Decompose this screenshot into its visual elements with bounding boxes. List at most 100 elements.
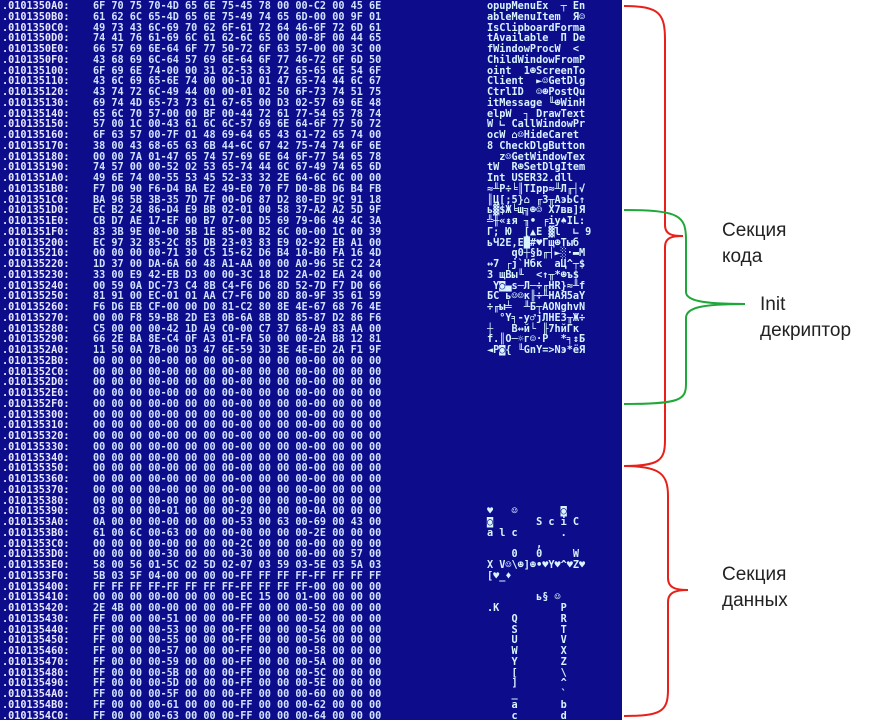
dump-address: .0101352A0: <box>2 345 70 356</box>
dump-ascii: ↔7 ┌j`Hбк аЦ^┬$ <box>487 259 586 270</box>
dump-address: .010135440: <box>2 624 70 636</box>
dump-address: .0101354A0: <box>2 689 70 700</box>
dump-hex-bytes: FF 00 00 00-63 00 00 00-FF 00 00 00-64 0… <box>93 710 382 720</box>
dump-ascii: ] ^ <box>487 678 567 690</box>
dump-address: .010135310: <box>2 420 70 432</box>
dump-address: .0101351E0: <box>2 216 70 227</box>
dump-hex-bytes: 00 00 00 00-00 00 00 00-00 00 00 00-00 0… <box>93 409 382 421</box>
dump-address: .0101353B0: <box>2 527 70 539</box>
dump-address: .010135400: <box>2 581 70 593</box>
dump-hex-bytes: FF 00 00 00-55 00 00 00-FF 00 00 00-56 0… <box>93 635 382 647</box>
dump-hex-bytes: 00 00 7A 01-47 65 74 57-69 6E 64 6F-77 5… <box>93 151 382 163</box>
dump-address: .0101350F0: <box>2 54 70 66</box>
dump-hex-bytes: 6F 63 57 00-7F 01 48 69-64 65 43 61-72 6… <box>93 130 382 141</box>
dump-hex-bytes: 33 00 E9 42-EB D3 00 00-3C 18 D2 2A-02 E… <box>93 269 382 281</box>
dump-ascii: fWindowProcW < <box>487 44 580 55</box>
dump-address: .0101351D0: <box>2 205 70 217</box>
dump-hex-bytes: 00 00 00 00-00 00 00 00-00 00 00 00-00 0… <box>93 441 382 453</box>
dump-hex-bytes: 5B 03 5F 04-00 00 00 00-FF FF FF FF-FF F… <box>93 570 382 582</box>
dump-address: .010135170: <box>2 140 70 152</box>
dump-ascii: .K P <box>487 603 567 614</box>
dump-address: .010135120: <box>2 87 70 98</box>
dump-address: .010135360: <box>2 474 70 485</box>
dump-ascii: c d <box>487 710 567 720</box>
dump-hex-bytes: 00 00 00 00-71 30 C5 15-62 D6 B4 10-B0 F… <box>93 248 382 260</box>
dump-hex-bytes: 00 00 F8 59-B8 2D E3 0B-6A 8B 8D 85-87 D… <box>93 312 382 324</box>
dump-ascii: S T <box>487 624 567 636</box>
dump-hex-bytes: C5 00 00 00-42 1D A9 C0-00 C7 37 68-A9 8… <box>93 323 382 335</box>
dump-ascii: , <box>487 538 543 550</box>
dump-ascii: IsClipboardForma <box>487 22 586 34</box>
dump-address: .010135490: <box>2 678 70 690</box>
dump-ascii: Client ►☺GetDlg <box>487 76 586 88</box>
code-section-label: Секция кода <box>722 220 787 267</box>
dump-address: .010135410: <box>2 592 70 604</box>
dump-hex-bytes: 0A 00 00 00-00 00 00 00-53 00 63 00-69 0… <box>93 517 382 528</box>
dump-hex-bytes: 6F 69 6E 74-00 00 31 02-53 63 72 65-65 6… <box>93 65 382 77</box>
dump-ascii: W ∟ CallWindowPr <box>487 119 586 131</box>
dump-address: .010135350: <box>2 463 70 475</box>
dump-ascii: ║Ц[;5}⌂ ╓З╥АэЬС↑ <box>487 194 586 206</box>
dump-hex-bytes: 66 2E BA 8E-C4 0F A3 01-FA 50 00 00-2A B… <box>93 334 382 346</box>
dump-address: .0101353C0: <box>2 538 70 550</box>
dump-hex-bytes: 00 00 00 00-00 00 00 00-00 00 00 00-00 0… <box>93 398 382 410</box>
dump-hex-bytes: FF 00 00 00-59 00 00 00-FF 00 00 00-5A 0… <box>93 656 382 668</box>
dump-hex-bytes: 00 00 00 00-00 00 00 00-00 00 00 00-00 0… <box>93 463 382 475</box>
dump-ascii: ocW ⌂☺HideCaret <box>487 130 580 141</box>
dump-hex-bytes: 6F 70 75 70-4D 65 6E 75-45 78 00 00-C2 0… <box>93 1 382 12</box>
data-section-bracket <box>623 465 689 717</box>
dump-ascii: tAvailable П De <box>487 33 586 45</box>
dump-hex-bytes: 65 6C 70 57-00 00 BF 00-44 72 61 77-54 6… <box>93 108 382 120</box>
dump-address: .0101352F0: <box>2 398 70 410</box>
dump-address: .010135260: <box>2 302 70 313</box>
dump-ascii: 0 0 W <box>487 549 580 561</box>
hex-dump-pane: .0101350A0:6F 70 75 70-4D 65 6E 75-45 78… <box>0 0 622 720</box>
dump-hex-bytes: 11 50 0A 7B-00 D3 47 6E-59 3D 3E 4E-ED 2… <box>93 345 382 356</box>
dump-hex-bytes: 57 00 1C 00-43 61 6C 6C-57 69 6E 64-6F 7… <box>93 119 382 131</box>
dump-ascii: [♥_♦ <box>487 570 512 582</box>
dump-hex-bytes: 00 59 0A DC-73 C4 8B C4-F6 D6 8D 52-7D F… <box>93 280 382 292</box>
dump-address: .0101353E0: <box>2 560 70 571</box>
data-section-label: Секция данных <box>722 564 788 611</box>
dump-hex-bytes: 61 62 6C 65-4D 65 6E 75-49 74 65 6D-00 0… <box>93 11 382 23</box>
dump-hex-bytes: EC 97 32 85-2C 85 DB 23-03 83 E9 02-92 E… <box>93 237 382 249</box>
dump-ascii: X V☺\☻]☻•♥Y♥^♥Z♥ <box>487 560 586 571</box>
dump-hex-bytes: 74 57 00 00-52 02 53 65-74 44 6C 67-49 7… <box>93 162 382 174</box>
code-section-bracket <box>623 5 684 467</box>
dump-address: .010135470: <box>2 656 70 668</box>
dump-address: .010135230: <box>2 269 70 281</box>
dump-address: .010135380: <box>2 495 70 507</box>
dump-ascii: Q R <box>487 613 567 625</box>
dump-ascii: itMessage ╙☻WinH <box>487 97 586 109</box>
dump-hex-bytes: 69 74 4D 65-73 73 61 67-65 00 D3 02-57 6… <box>93 97 382 109</box>
dump-ascii: U V <box>487 635 567 647</box>
dump-address: .010135370: <box>2 484 70 496</box>
dump-hex-bytes: 00 00 00 00-00 00 00 00-00 00 00 00-00 0… <box>93 452 382 464</box>
dump-hex-bytes: 43 74 72 6C-49 44 00 00-01 02 50 6F-73 7… <box>93 87 382 98</box>
dump-ascii: ◙ S c i C <box>487 517 580 528</box>
dump-address: .0101350B0: <box>2 11 70 23</box>
dump-hex-bytes: 00 00 00 00-00 00 00 00-00 00 00 00-00 0… <box>93 388 382 399</box>
dump-ascii: ≈╨Р÷╘║ТIрp≈╨Л╓┤√ <box>487 183 586 195</box>
dump-ascii: Y◙▄s─Л─÷╓НR}≈╨f <box>487 280 586 292</box>
dump-address: .010135160: <box>2 130 70 141</box>
dump-hex-bytes: 00 00 00 00-00 00 00 00-00 00 00 00-00 0… <box>93 484 382 496</box>
dump-hex-bytes: F7 D0 90 F6-D4 BA E2 49-E0 70 F7 D0-8B D… <box>93 183 382 195</box>
dump-ascii: ♥ ☺ ◙ <box>487 506 567 518</box>
dump-address: .0101352C0: <box>2 366 70 378</box>
dump-hex-bytes: FF 00 00 00-5D 00 00 00-FF 00 00 00-5E 0… <box>93 678 382 690</box>
dump-ascii: q0┼§b╓┤►░·▬M <box>487 248 586 260</box>
dump-address: .010135290: <box>2 334 70 346</box>
dump-address: .0101350C0: <box>2 22 70 34</box>
dump-ascii: W X <box>487 646 567 657</box>
dump-hex-bytes: 2E 4B 00 00-00 00 00 00-FF 00 00 00-50 0… <box>93 603 382 614</box>
dump-hex-bytes: 00 00 00 00-00 00 00 00-00 00 00 00-00 0… <box>93 420 382 432</box>
dump-address: .0101352E0: <box>2 388 70 399</box>
dump-ascii: a b <box>487 699 567 711</box>
dump-hex-bytes: 00 00 00 00-00 00 00 00-2C 00 00 00-00 0… <box>93 538 382 550</box>
dump-address: .0101352D0: <box>2 377 70 389</box>
dump-ascii: Int USER32.dll <box>487 173 573 184</box>
dump-ascii: ÷╓ы╧ ╨Б┬АОNghvN <box>487 302 586 313</box>
dump-ascii: ьЧ2Е,Е█#♥Гщ☻Тыб <box>487 237 580 249</box>
